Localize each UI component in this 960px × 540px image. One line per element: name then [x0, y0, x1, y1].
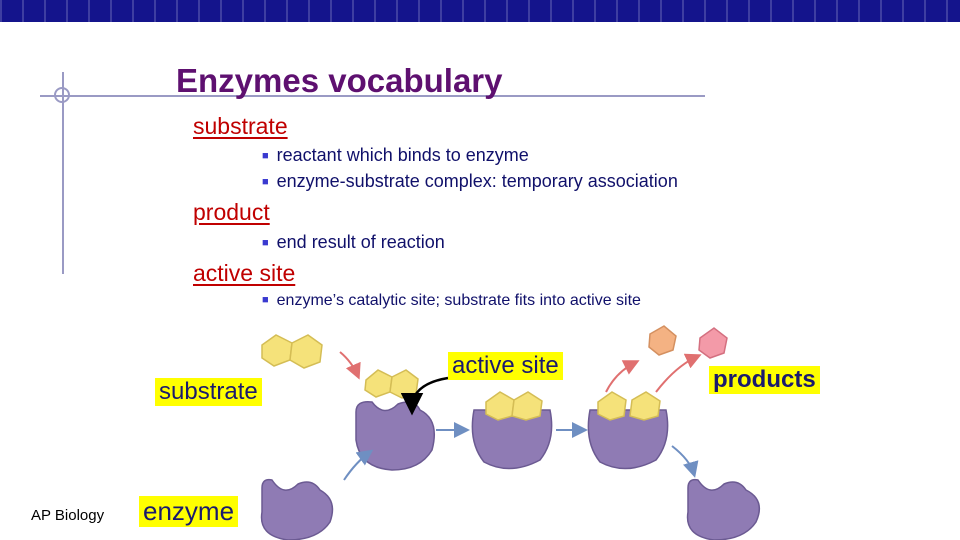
slide-title: Enzymes vocabulary — [176, 62, 503, 99]
bullet-substrate-1: ■reactant which binds to enzyme — [262, 145, 529, 165]
free-enzyme — [260, 478, 334, 540]
arrow-substrate-to-enzyme — [339, 351, 361, 380]
term-active-site: active site — [193, 260, 296, 286]
side-rule — [62, 72, 64, 274]
bullet-active-site-1: ■enzyme’s catalytic site; substrate fits… — [262, 292, 641, 309]
term-product: product — [193, 199, 270, 225]
square-bullet-icon: ■ — [262, 294, 269, 306]
product-orange — [648, 325, 677, 356]
arrow-enzyme-released — [671, 445, 699, 478]
substrate-molecule — [261, 334, 323, 369]
title-rule — [40, 95, 705, 97]
square-bullet-icon: ■ — [262, 176, 269, 188]
bullet-substrate-2: ■enzyme-substrate complex: temporary ass… — [262, 171, 678, 191]
label-products: products — [709, 366, 820, 394]
label-enzyme: enzyme — [139, 496, 239, 527]
enzyme-shape-2 — [471, 409, 553, 470]
arrow-enzyme-to-substrate — [343, 449, 374, 481]
bound-products — [597, 391, 661, 421]
arrow-release-1 — [605, 360, 640, 393]
bullet-product-1: ■end result of reaction — [262, 232, 445, 252]
arrow-release-2 — [655, 353, 702, 393]
enzyme-shape-3 — [587, 409, 669, 470]
enzyme-shape-1 — [355, 400, 435, 471]
square-bullet-icon: ■ — [262, 150, 269, 162]
term-substrate: substrate — [193, 113, 288, 139]
square-bullet-icon: ■ — [262, 237, 269, 249]
label-substrate: substrate — [155, 378, 262, 406]
active-site-pointer-arrow — [400, 376, 449, 416]
crosshair-icon — [54, 87, 70, 103]
footer-text: AP Biology — [31, 507, 105, 524]
top-bar — [0, 0, 960, 22]
product-pink — [698, 327, 728, 359]
label-active-site: active site — [448, 352, 563, 380]
bound-substrate — [485, 391, 543, 421]
recycled-enzyme — [686, 478, 761, 540]
substrate-approaching — [364, 369, 419, 399]
